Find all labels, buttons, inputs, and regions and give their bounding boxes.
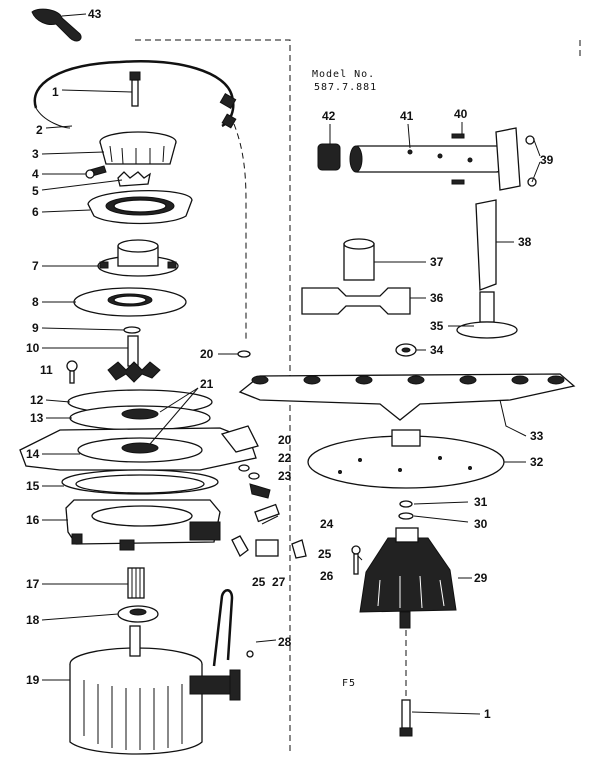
model-number: Model No. 587.7.881 [312, 69, 377, 93]
callout-19: 19 [26, 673, 40, 687]
callout-11: 11 [40, 363, 53, 377]
part-36-connector [301, 287, 411, 315]
callout-1-bottom: 1 [484, 707, 491, 721]
callout-20a: 20 [200, 347, 214, 361]
part-18-seal [117, 605, 159, 623]
small-hardware [231, 350, 307, 559]
callout-35: 35 [430, 319, 444, 333]
callout-26: 26 [320, 569, 334, 583]
callout-1: 1 [52, 85, 59, 99]
callout-3: 3 [32, 147, 39, 161]
callout-37: 37 [430, 255, 444, 269]
callout-23: 23 [278, 469, 292, 483]
callout-2: 2 [36, 123, 43, 137]
part-12-13-plates [67, 389, 213, 431]
part-11-bolt [66, 360, 78, 384]
callout-15: 15 [26, 479, 40, 493]
callout-10: 10 [26, 341, 40, 355]
callout-6: 6 [32, 205, 39, 219]
part-6-housing [87, 190, 193, 225]
part-41-spray-tube [349, 127, 521, 191]
part-37-filter [343, 238, 375, 281]
callout-13: 13 [30, 411, 44, 425]
callout-21: 21 [200, 377, 214, 391]
part-4-screw [85, 165, 107, 179]
part-10-impeller [107, 335, 161, 383]
part-43-bracket [31, 8, 82, 42]
callout-20b: 20 [278, 433, 292, 447]
callout-29: 29 [474, 571, 488, 585]
part-30-31-washers [398, 500, 414, 520]
assembly-boundary [135, 39, 581, 752]
part-34-nut [395, 343, 417, 357]
part-35-nozzle [456, 291, 518, 339]
callout-31: 31 [474, 495, 488, 509]
part-14-gasket [19, 425, 259, 471]
part-1-bottom-bolt [399, 630, 413, 737]
callout-32: 32 [530, 455, 544, 469]
callout-43: 43 [88, 7, 102, 21]
model-label: Model No. [312, 69, 375, 80]
callout-42: 42 [322, 109, 336, 123]
part-2-hose [33, 60, 247, 340]
part-8-gasket [73, 287, 187, 317]
callout-41: 41 [400, 109, 414, 123]
callout-4: 4 [32, 167, 39, 181]
part-1-bolt [129, 71, 141, 107]
part-19-motor [69, 625, 241, 755]
callout-24: 24 [320, 517, 334, 531]
callout-33: 33 [530, 429, 544, 443]
part-9-washer [123, 326, 141, 334]
part-29-pump-housing [359, 527, 457, 629]
part-38-tube [475, 199, 497, 291]
callout-17: 17 [26, 577, 40, 591]
part-42-knob [317, 143, 341, 171]
part-33-spray-arm [238, 373, 576, 421]
callout-22: 22 [278, 451, 292, 465]
model-value: 587.7.881 [314, 82, 377, 93]
leader-lines [41, 13, 541, 715]
part-26-screw [351, 545, 361, 575]
callout-30: 30 [474, 517, 488, 531]
part-16-pump-body [65, 499, 221, 551]
part-7-bearing-housing [97, 239, 179, 277]
callout-12: 12 [30, 393, 44, 407]
callout-5: 5 [32, 184, 39, 198]
part-3-gear-cap [99, 131, 177, 165]
part-5-small-gear [117, 171, 151, 187]
callout-28: 28 [278, 635, 292, 649]
callout-27: 27 [272, 575, 286, 589]
callout-16: 16 [26, 513, 40, 527]
callout-40: 40 [454, 107, 468, 121]
callout-38: 38 [518, 235, 532, 249]
callout-34: 34 [430, 343, 444, 357]
callout-9: 9 [32, 321, 39, 335]
callout-25b: 25 [318, 547, 332, 561]
part-28-wire-leads [212, 589, 254, 667]
part-15-seal-ring [61, 469, 219, 495]
part-17-coupling [127, 567, 145, 599]
callout-14: 14 [26, 447, 40, 461]
callout-7: 7 [32, 259, 39, 273]
part-32-filter-disc [307, 429, 505, 489]
callout-8: 8 [32, 295, 39, 309]
callout-18: 18 [26, 613, 40, 627]
callout-25a: 25 [252, 575, 266, 589]
callout-labels: 43 1 2 3 4 5 6 7 8 9 10 11 12 13 14 15 1… [26, 7, 554, 721]
part-39-40-screws [451, 133, 537, 187]
callout-39: 39 [540, 153, 554, 167]
callout-36: 36 [430, 291, 444, 305]
figure-code: F5 [342, 678, 356, 689]
